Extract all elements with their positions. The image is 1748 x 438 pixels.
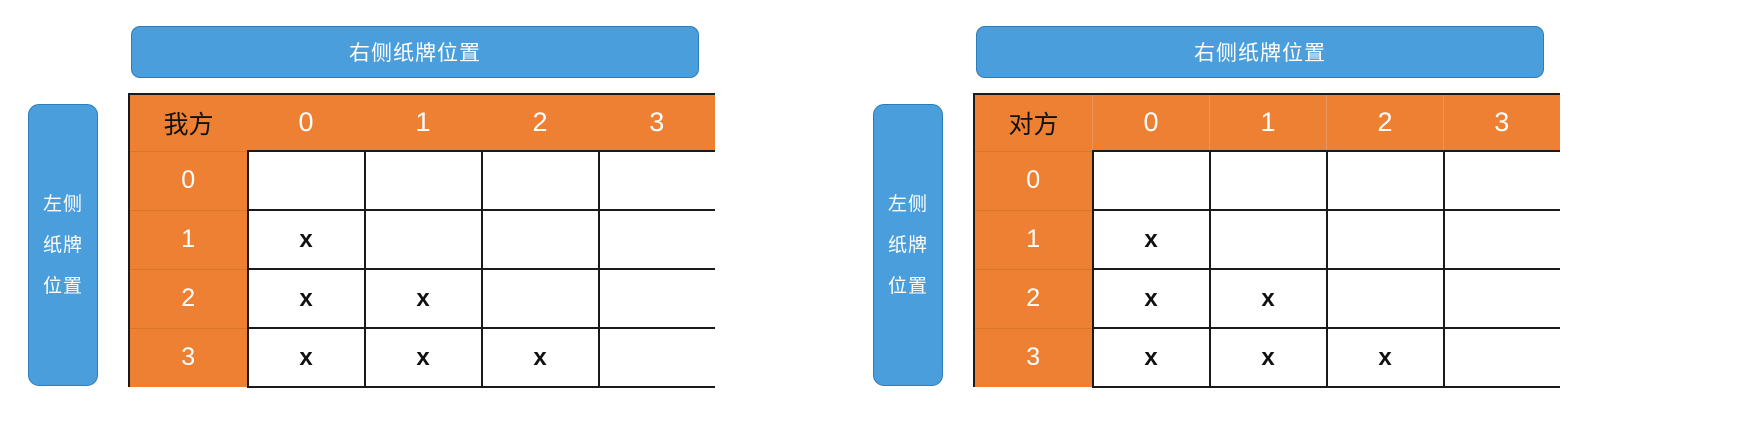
column-header-3: 3 [1443, 93, 1560, 151]
cell-r2-c2[interactable] [1325, 268, 1444, 329]
cell-r1-c1[interactable] [1208, 209, 1327, 270]
cell-r3-c2[interactable]: x [1325, 327, 1444, 388]
row-header-1: 1 [973, 209, 1093, 269]
cell-r0-c1[interactable] [363, 150, 482, 211]
cell-r2-c2[interactable] [480, 268, 599, 329]
column-header-1: 1 [1209, 93, 1327, 151]
cell-r1-c2[interactable] [480, 209, 599, 270]
cell-r3-c0[interactable]: x [1091, 327, 1210, 388]
cell-r1-c3[interactable] [1442, 209, 1560, 270]
table-row: 0 [973, 150, 1560, 211]
row-header-0: 0 [973, 150, 1093, 210]
cell-r0-c3[interactable] [1442, 150, 1560, 211]
table-row: 3 x x x [973, 327, 1560, 388]
table-row: 1 x [128, 209, 715, 270]
row-header-2: 2 [128, 268, 248, 328]
matrix-panel-my-side: 右侧纸牌位置 左侧 纸牌 位置 我方 0 1 2 3 0 1 x [0, 0, 740, 438]
cell-r3-c3[interactable] [597, 327, 715, 388]
cell-r1-c0[interactable]: x [246, 209, 365, 270]
cell-r1-c3[interactable] [597, 209, 715, 270]
matrix-header-row: 对方 0 1 2 3 [973, 93, 1560, 151]
cell-r0-c0[interactable] [1091, 150, 1210, 211]
row-header-2: 2 [973, 268, 1093, 328]
side-banner-line-3: 位置 [887, 275, 928, 297]
row-header-1: 1 [128, 209, 248, 269]
cell-r2-c0[interactable]: x [1091, 268, 1210, 329]
matrix-corner-label: 我方 [128, 93, 248, 151]
side-banner-line-1: 左侧 [887, 193, 928, 215]
cell-r2-c1[interactable]: x [1208, 268, 1327, 329]
matrix-header-row: 我方 0 1 2 3 [128, 93, 715, 151]
row-header-0: 0 [128, 150, 248, 210]
cell-r1-c0[interactable]: x [1091, 209, 1210, 270]
cell-r2-c3[interactable] [1442, 268, 1560, 329]
matrix-corner-label: 对方 [973, 93, 1093, 151]
cell-r1-c2[interactable] [1325, 209, 1444, 270]
column-header-1: 1 [364, 93, 482, 151]
cell-r0-c1[interactable] [1208, 150, 1327, 211]
column-header-3: 3 [598, 93, 715, 151]
cell-r3-c1[interactable]: x [363, 327, 482, 388]
side-banner-line-2: 纸牌 [887, 234, 928, 256]
cell-r0-c3[interactable] [597, 150, 715, 211]
column-header-2: 2 [1326, 93, 1444, 151]
row-header-3: 3 [973, 327, 1093, 387]
column-header-0: 0 [247, 93, 365, 151]
cell-r0-c0[interactable] [246, 150, 365, 211]
table-row: 0 [128, 150, 715, 211]
cell-r3-c3[interactable] [1442, 327, 1560, 388]
column-header-0: 0 [1092, 93, 1210, 151]
cell-r2-c0[interactable]: x [246, 268, 365, 329]
cell-r0-c2[interactable] [480, 150, 599, 211]
position-matrix: 对方 0 1 2 3 0 1 x 2 x [973, 93, 1560, 388]
side-banner-line-1: 左侧 [42, 193, 83, 215]
cell-r3-c1[interactable]: x [1208, 327, 1327, 388]
row-header-3: 3 [128, 327, 248, 387]
side-banner-line-2: 纸牌 [42, 234, 83, 256]
top-banner-right-card-position: 右侧纸牌位置 [131, 26, 699, 78]
position-matrix: 我方 0 1 2 3 0 1 x 2 x [128, 93, 715, 388]
column-header-2: 2 [481, 93, 599, 151]
cell-r3-c2[interactable]: x [480, 327, 599, 388]
cell-r1-c1[interactable] [363, 209, 482, 270]
side-banner-line-3: 位置 [42, 275, 83, 297]
table-row: 1 x [973, 209, 1560, 270]
table-row: 3 x x x [128, 327, 715, 388]
cell-r3-c0[interactable]: x [246, 327, 365, 388]
table-row: 2 x x [128, 268, 715, 329]
cell-r2-c3[interactable] [597, 268, 715, 329]
table-row: 2 x x [973, 268, 1560, 329]
side-banner-left-card-position: 左侧 纸牌 位置 [28, 104, 98, 386]
side-banner-left-card-position: 左侧 纸牌 位置 [873, 104, 943, 386]
top-banner-right-card-position: 右侧纸牌位置 [976, 26, 1544, 78]
cell-r2-c1[interactable]: x [363, 268, 482, 329]
cell-r0-c2[interactable] [1325, 150, 1444, 211]
matrix-panel-opponent-side: 右侧纸牌位置 左侧 纸牌 位置 对方 0 1 2 3 0 1 x [845, 0, 1585, 438]
